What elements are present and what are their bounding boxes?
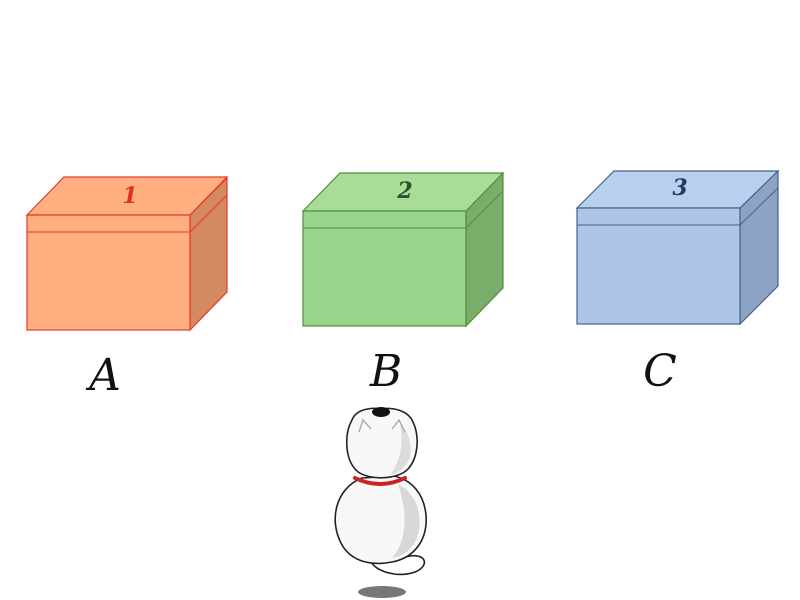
box-b-letter: B (369, 346, 402, 397)
box-b-number: 2 (396, 178, 412, 204)
cat-head-shade (390, 424, 411, 475)
cat-left-ear (358, 418, 372, 433)
box-c-lid-side-line (739, 187, 779, 226)
box-c-letter: C (643, 346, 677, 397)
box-c[interactable]: 3 (575, 169, 780, 326)
box-b-front (302, 210, 467, 327)
box-c-front (576, 207, 741, 325)
box-a-letter: A (85, 350, 121, 401)
box-c-number: 3 (672, 175, 687, 201)
cat-body-shade (392, 484, 420, 558)
box-a-number: 1 (122, 183, 137, 209)
cat-shadow (358, 586, 406, 598)
cat-head-spot (372, 407, 390, 417)
cat-right-ear (391, 418, 406, 433)
box-b-lid-side-line (465, 190, 504, 229)
box-a[interactable]: 1 (25, 176, 229, 332)
cat-collar (353, 476, 407, 486)
box-b[interactable]: 2 (301, 171, 505, 328)
box-a-front (26, 214, 191, 331)
cat-figure (334, 407, 427, 598)
box-a-lid-side-line (189, 194, 228, 233)
